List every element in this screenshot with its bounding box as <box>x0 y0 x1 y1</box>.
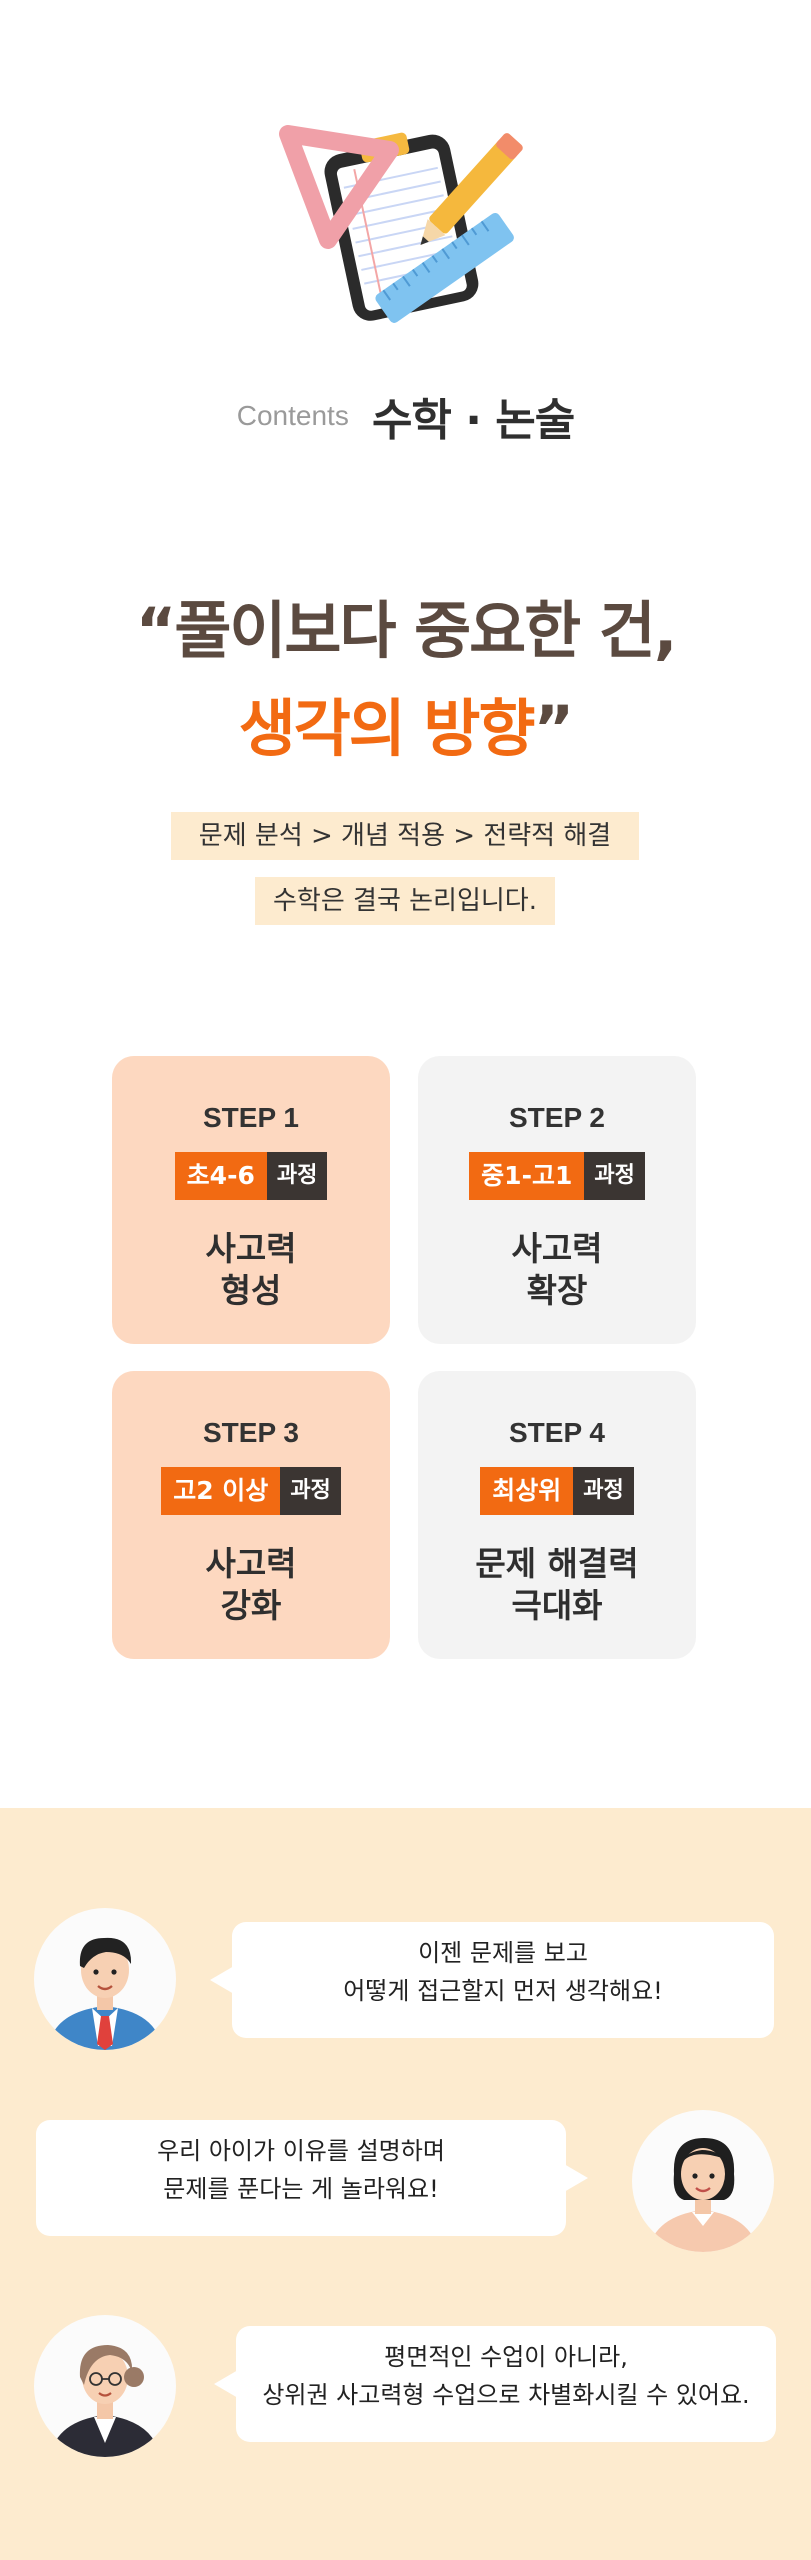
subject-title: 수학 · 논술 <box>371 395 575 446</box>
step-description-line-1: 사고력 <box>205 1229 297 1268</box>
step-label: STEP 3 <box>203 1417 299 1448</box>
review-bubble-3: 평면적인 수업이 아니라, 상위권 사고력형 수업으로 차별화시킬 수 있어요. <box>214 2326 776 2442</box>
student-boy-avatar-icon <box>34 1908 176 2050</box>
review-line-1: 평면적인 수업이 아니라, <box>384 2343 628 2371</box>
closing-quote: ” <box>533 692 575 765</box>
step-description: 문제 해결력 극대화 <box>418 1543 696 1627</box>
step-description-line-2: 확장 <box>526 1271 588 1310</box>
parent-mother-avatar-icon <box>632 2110 774 2252</box>
review-line-1: 우리 아이가 이유를 설명하며 <box>157 2137 445 2165</box>
review-line-2: 상위권 사고력형 수업으로 차별화시킬 수 있어요. <box>262 2381 750 2409</box>
step-label: STEP 1 <box>203 1102 299 1133</box>
grade-level-tag: 최상위 <box>480 1467 574 1515</box>
section-heading: Contents 수학 · 논술 <box>0 384 811 448</box>
math-clipboard-illustration <box>270 120 540 330</box>
headline-emphasis: 생각의 방향 <box>238 692 536 765</box>
summary-highlight: 수학은 결국 논리입니다. <box>255 877 555 925</box>
step-description: 사고력 형성 <box>112 1228 390 1312</box>
course-tag: 과정 <box>266 1152 328 1200</box>
step-description-line-2: 형성 <box>220 1271 282 1310</box>
bubble-tail <box>564 2164 588 2192</box>
process-highlight: 문제 분석 > 개념 적용 > 전략적 해결 <box>171 812 639 860</box>
step-description: 사고력 확장 <box>418 1228 696 1312</box>
review-line-2: 어떻게 접근할지 먼저 생각해요! <box>343 1977 663 2005</box>
step-label: STEP 2 <box>509 1102 605 1133</box>
bubble-tail <box>214 2370 238 2398</box>
course-tag: 과정 <box>573 1467 634 1515</box>
course-tag: 과정 <box>280 1467 341 1515</box>
teacher-avatar-icon <box>34 2315 176 2457</box>
step-description-line-1: 사고력 <box>511 1229 603 1268</box>
course-tag: 과정 <box>584 1152 645 1200</box>
step-description-line-2: 극대화 <box>511 1586 603 1625</box>
grade-level-tag: 고2 이상 <box>161 1467 281 1515</box>
step-description: 사고력 강화 <box>112 1543 390 1627</box>
review-line-2: 문제를 푼다는 게 놀라워요! <box>163 2175 439 2203</box>
grade-level-tag: 초4-6 <box>174 1152 267 1200</box>
grade-level-tag: 중1-고1 <box>469 1152 585 1200</box>
step-description-line-1: 문제 해결력 <box>475 1544 639 1583</box>
review-bubble-1: 이젠 문제를 보고 어떻게 접근할지 먼저 생각해요! <box>210 1922 774 2038</box>
step-label: STEP 4 <box>509 1417 605 1448</box>
headline-line-2: 생각의 방향” <box>0 678 811 768</box>
step-description-line-2: 강화 <box>220 1586 282 1625</box>
step-description-line-1: 사고력 <box>205 1544 297 1583</box>
review-line-1: 이젠 문제를 보고 <box>418 1939 588 1967</box>
bubble-tail <box>210 1966 234 1994</box>
headline-line-1: “풀이보다 중요한 건, <box>135 594 678 667</box>
contents-label: Contents <box>236 400 349 431</box>
review-bubble-2: 우리 아이가 이유를 설명하며 문제를 푼다는 게 놀라워요! <box>36 2120 588 2236</box>
